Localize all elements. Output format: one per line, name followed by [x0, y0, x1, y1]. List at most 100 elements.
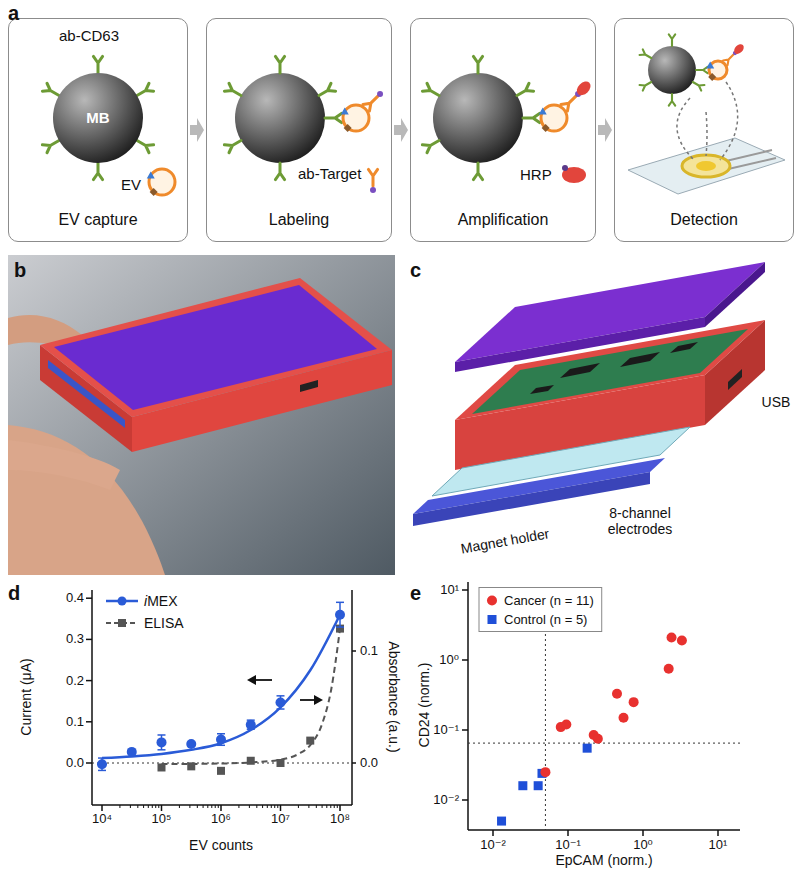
tick-mark — [462, 589, 468, 591]
marker-protein — [147, 172, 155, 179]
tick-label: 10⁶ — [211, 812, 231, 827]
elisa-point — [277, 759, 285, 767]
antibody — [224, 83, 241, 95]
part-label: Magnet holder — [460, 525, 551, 556]
control-point — [583, 744, 592, 753]
axis-line — [467, 582, 469, 830]
imex-point — [216, 735, 226, 745]
electrode-chip — [628, 138, 785, 194]
tick-label: 0.1 — [66, 714, 84, 729]
tick-mark — [262, 805, 263, 808]
tick-mark — [352, 762, 356, 764]
chart-e — [462, 582, 740, 836]
antibody — [42, 83, 59, 95]
marker-protein — [344, 124, 352, 132]
tick-mark — [462, 799, 468, 801]
error-bar — [217, 745, 225, 747]
antibody — [325, 113, 342, 122]
tick-mark — [567, 830, 569, 836]
legend-marker — [486, 593, 498, 607]
tick-mark — [249, 805, 250, 808]
antibody — [93, 56, 102, 73]
antibody — [137, 83, 154, 95]
tag — [562, 165, 568, 171]
tick-mark — [203, 805, 204, 808]
legend-box — [479, 588, 602, 632]
tick-mark — [352, 650, 356, 652]
antibody — [473, 163, 482, 180]
part-label: 8-channel electrodes — [595, 505, 685, 537]
error-bar — [98, 757, 106, 759]
axis-pointer — [254, 679, 272, 681]
antibody — [422, 141, 439, 153]
marker-protein — [708, 73, 716, 81]
imex-point — [276, 697, 286, 707]
tick-mark — [326, 805, 327, 808]
antibody — [640, 82, 652, 91]
chart-d — [86, 590, 356, 811]
axis-title: EpCAM (norm.) — [555, 852, 652, 868]
tick-mark — [155, 805, 156, 808]
legend-marker — [118, 619, 126, 627]
tick-mark — [238, 805, 239, 808]
tick-label: 10⁵ — [152, 812, 172, 827]
step-box: HRPAmplification — [410, 18, 596, 242]
cancer-point — [561, 719, 571, 729]
tick-label: 10⁻¹ — [433, 723, 459, 738]
axis-pointer — [314, 695, 323, 705]
tick-label: 10⁻² — [433, 793, 459, 808]
magnetic-bead — [433, 73, 523, 163]
chip — [620, 352, 660, 367]
marker-protein — [341, 108, 349, 115]
tick-mark — [86, 639, 92, 641]
step-label: EV capture — [9, 211, 187, 229]
lid-side — [705, 262, 765, 327]
legend-label: Cancer (n = 11) — [504, 593, 594, 608]
antibody — [368, 169, 377, 186]
chip — [530, 385, 554, 394]
tick-label: 0.2 — [66, 673, 84, 688]
tick-label: 10⁷ — [271, 812, 290, 827]
cancer-point — [612, 689, 622, 699]
cancer-point — [664, 664, 674, 674]
photo-ground — [8, 255, 395, 575]
tick-label: 10⁰ — [633, 838, 653, 853]
vesicle — [343, 105, 369, 131]
step-label: Detection — [615, 211, 793, 229]
legend-label: iMEX — [144, 593, 177, 609]
step-box: MBab-CD63EVEV capture — [8, 18, 188, 242]
vesicle — [149, 169, 175, 195]
tick-mark — [86, 762, 92, 764]
imex-point — [127, 747, 137, 757]
control-point — [518, 781, 527, 790]
tick-mark — [322, 805, 323, 808]
imex-point — [335, 610, 345, 620]
antibody — [319, 83, 336, 95]
chip — [670, 342, 698, 353]
control-point — [534, 781, 543, 790]
tick-mark — [86, 721, 92, 723]
tag — [370, 187, 376, 193]
tick-mark — [101, 805, 103, 811]
tick-mark — [189, 805, 190, 808]
tick-mark — [330, 805, 331, 808]
elisa-curve — [162, 629, 341, 765]
antibody — [517, 83, 534, 95]
imex-point — [157, 737, 167, 747]
panel-letter: d — [8, 582, 20, 605]
part-label: ab-Target — [298, 165, 361, 183]
tick-mark — [211, 805, 212, 808]
antibody — [693, 82, 705, 91]
tick-mark — [308, 805, 309, 808]
tick-label: 0.3 — [66, 632, 84, 647]
error-bar — [217, 733, 225, 735]
error-bar — [336, 626, 344, 628]
legend-item: Cancer (n = 11) — [486, 593, 594, 608]
error-bar — [277, 708, 285, 710]
electrode — [696, 161, 716, 171]
device-lid — [54, 285, 377, 410]
tick-label: 10⁸ — [330, 812, 350, 827]
antibody — [723, 55, 733, 65]
bead-label: MB — [53, 109, 143, 127]
